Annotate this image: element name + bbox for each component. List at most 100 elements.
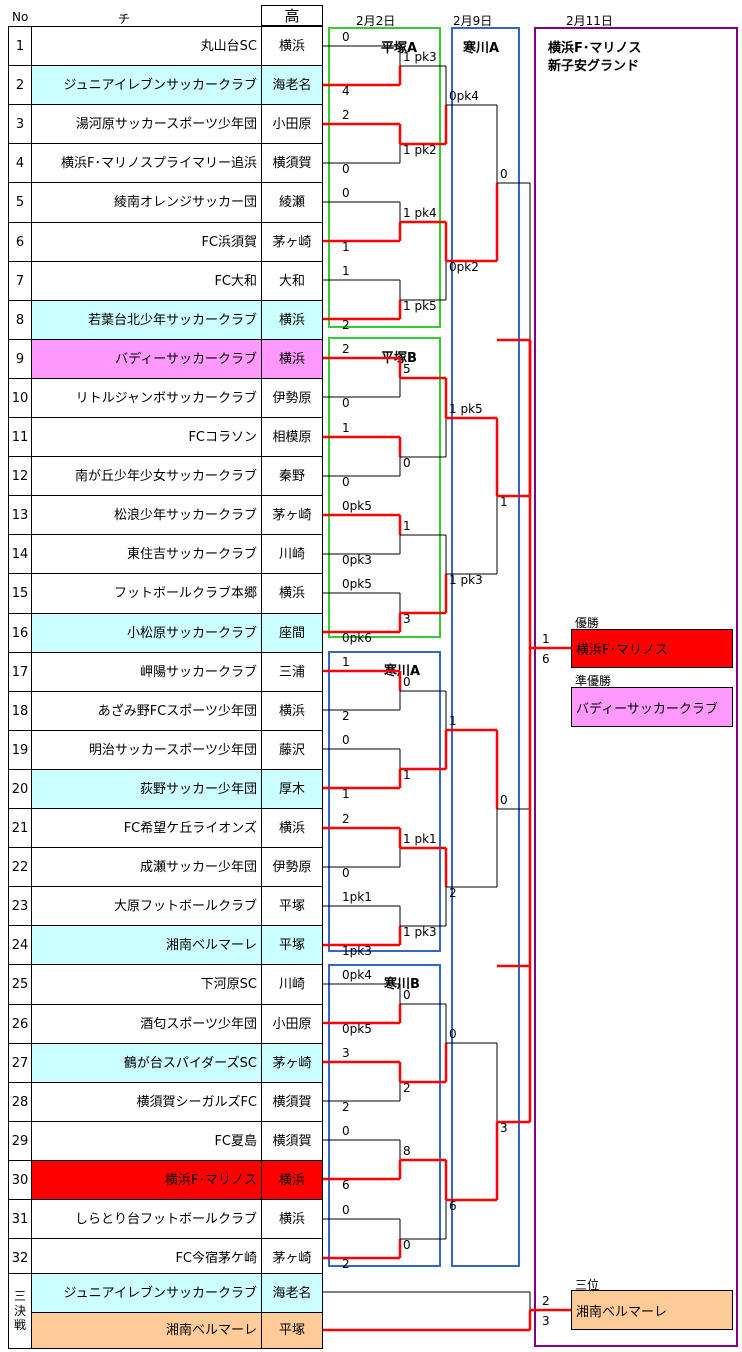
score-label: 0pk4 [342, 968, 372, 982]
score-label: 2 [342, 709, 350, 723]
team-no: 3 [8, 104, 32, 144]
team-pref: 川崎 [261, 964, 323, 1005]
score-label: 0 [342, 30, 350, 44]
team-name: 岬陽サッカークラブ [31, 652, 262, 692]
team-no: 15 [8, 573, 32, 614]
score-label: 0 [342, 162, 350, 176]
score-label: 1 [500, 495, 508, 509]
score-label: 0 [342, 186, 350, 200]
team-no: 14 [8, 534, 32, 574]
team-name: FCコラソン [31, 417, 262, 457]
team-name: フットボールクラブ本郷 [31, 573, 262, 614]
score-label: 1 pk4 [403, 206, 437, 220]
score-label: 1 [403, 768, 411, 782]
header-pref: 高 [261, 5, 323, 26]
score-label: 6 [449, 1199, 457, 1213]
score-label: 2 [342, 1257, 350, 1271]
score-label: 0pk3 [342, 553, 372, 567]
date-final: 2月11日 [566, 14, 613, 28]
team-pref: 茅ヶ崎 [261, 222, 323, 262]
venue-box-samukawa-a2 [451, 27, 520, 1267]
team-name: FC希望ケ丘ライオンズ [31, 808, 262, 848]
champion-label: 優勝 [575, 616, 600, 630]
runner-up-label: 準優勝 [575, 674, 612, 688]
team-name: 東住吉サッカークラブ [31, 534, 262, 574]
third-place-team-pref: 平塚 [261, 1312, 323, 1349]
team-pref: 横浜 [261, 691, 323, 731]
team-pref: 大和 [261, 261, 323, 301]
score-label: 1pk1 [342, 890, 372, 904]
score-label: 2 [342, 108, 350, 122]
team-pref: 横浜 [261, 339, 323, 379]
team-pref: 伊勢原 [261, 378, 323, 418]
score-label: 2 [403, 1081, 411, 1095]
team-name: 丸山台SC [31, 26, 262, 66]
team-no: 5 [8, 182, 32, 223]
venue-final-line1: 横浜F･マリノス [548, 41, 642, 56]
team-pref: 横須賀 [261, 1121, 323, 1161]
score-label: 0pk5 [342, 1022, 372, 1036]
score-label: 0 [500, 793, 508, 807]
team-name: 酒匂スポーツ少年団 [31, 1004, 262, 1044]
team-no: 20 [8, 769, 32, 809]
score-label: 0pk4 [449, 89, 479, 103]
score-label: 1 pk3 [449, 573, 483, 587]
score-label: 3 [500, 1121, 508, 1135]
venue-box-samukawa-b [328, 964, 441, 1267]
score-label: 6 [342, 1178, 350, 1192]
score-label: 0 [342, 1203, 350, 1217]
team-name: 綾南オレンジサッカー団 [31, 182, 262, 223]
score-label: 0 [403, 988, 411, 1002]
third-place-team-name: 湘南ベルマーレ [31, 1312, 262, 1349]
team-no: 31 [8, 1199, 32, 1239]
team-no: 27 [8, 1043, 32, 1083]
venue-box-final [534, 27, 738, 1347]
team-pref: 横浜 [261, 26, 323, 66]
runner-up-box: バディーサッカークラブ [571, 687, 733, 727]
third-place-team-pref: 海老名 [261, 1273, 323, 1313]
score-label: 1 pk5 [403, 299, 437, 313]
score-label: 8 [403, 1144, 411, 1158]
team-pref: 小田原 [261, 104, 323, 144]
team-no: 12 [8, 456, 32, 496]
score-label: 2 [449, 886, 457, 900]
score-label: 1 [342, 655, 350, 669]
team-name: 小松原サッカークラブ [31, 613, 262, 653]
score-label: 0pk5 [342, 499, 372, 513]
score-label: 0 [342, 1124, 350, 1138]
team-name: 松浪少年サッカークラブ [31, 495, 262, 535]
score-label: 1 [342, 240, 350, 254]
champion-box: 横浜F･マリノス [571, 629, 733, 668]
venue-samukawa-a1: 寒川A [384, 664, 421, 679]
team-no: 21 [8, 808, 32, 848]
team-name: 横浜F･マリノスプライマリー追浜 [31, 143, 262, 183]
score-label: 0 [342, 396, 350, 410]
score-label: 2 [342, 812, 350, 826]
score-label: 1 pk2 [403, 143, 437, 157]
team-pref: 平塚 [261, 886, 323, 926]
team-name: 湯河原サッカースポーツ少年団 [31, 104, 262, 144]
score-label: 0pk5 [342, 577, 372, 591]
team-pref: 藤沢 [261, 730, 323, 770]
score-label: 0 [403, 1238, 411, 1252]
team-no: 2 [8, 65, 32, 105]
third-place-label-char: 三 [13, 1289, 26, 1304]
score-label: 0 [403, 456, 411, 470]
third-place-match-label: 三決戦 [8, 1273, 32, 1349]
header-no: No [12, 10, 29, 24]
team-name: 鶴が台スパイダーズSC [31, 1043, 262, 1083]
score-label: 0 [342, 733, 350, 747]
score-label: 1 [342, 264, 350, 278]
score-label: 1 [403, 519, 411, 533]
date-round3: 2月9日 [453, 14, 493, 28]
team-pref: 横須賀 [261, 143, 323, 183]
third-place-box: 湘南ベルマーレ [571, 1290, 733, 1330]
score-label: 3 [542, 1314, 550, 1328]
score-label: 2 [342, 1100, 350, 1114]
team-name: 明治サッカースポーツ少年団 [31, 730, 262, 770]
score-label: 3 [403, 612, 411, 626]
score-label: 1 pk3 [403, 50, 437, 64]
score-label: 0 [342, 866, 350, 880]
team-pref: 小田原 [261, 1004, 323, 1044]
